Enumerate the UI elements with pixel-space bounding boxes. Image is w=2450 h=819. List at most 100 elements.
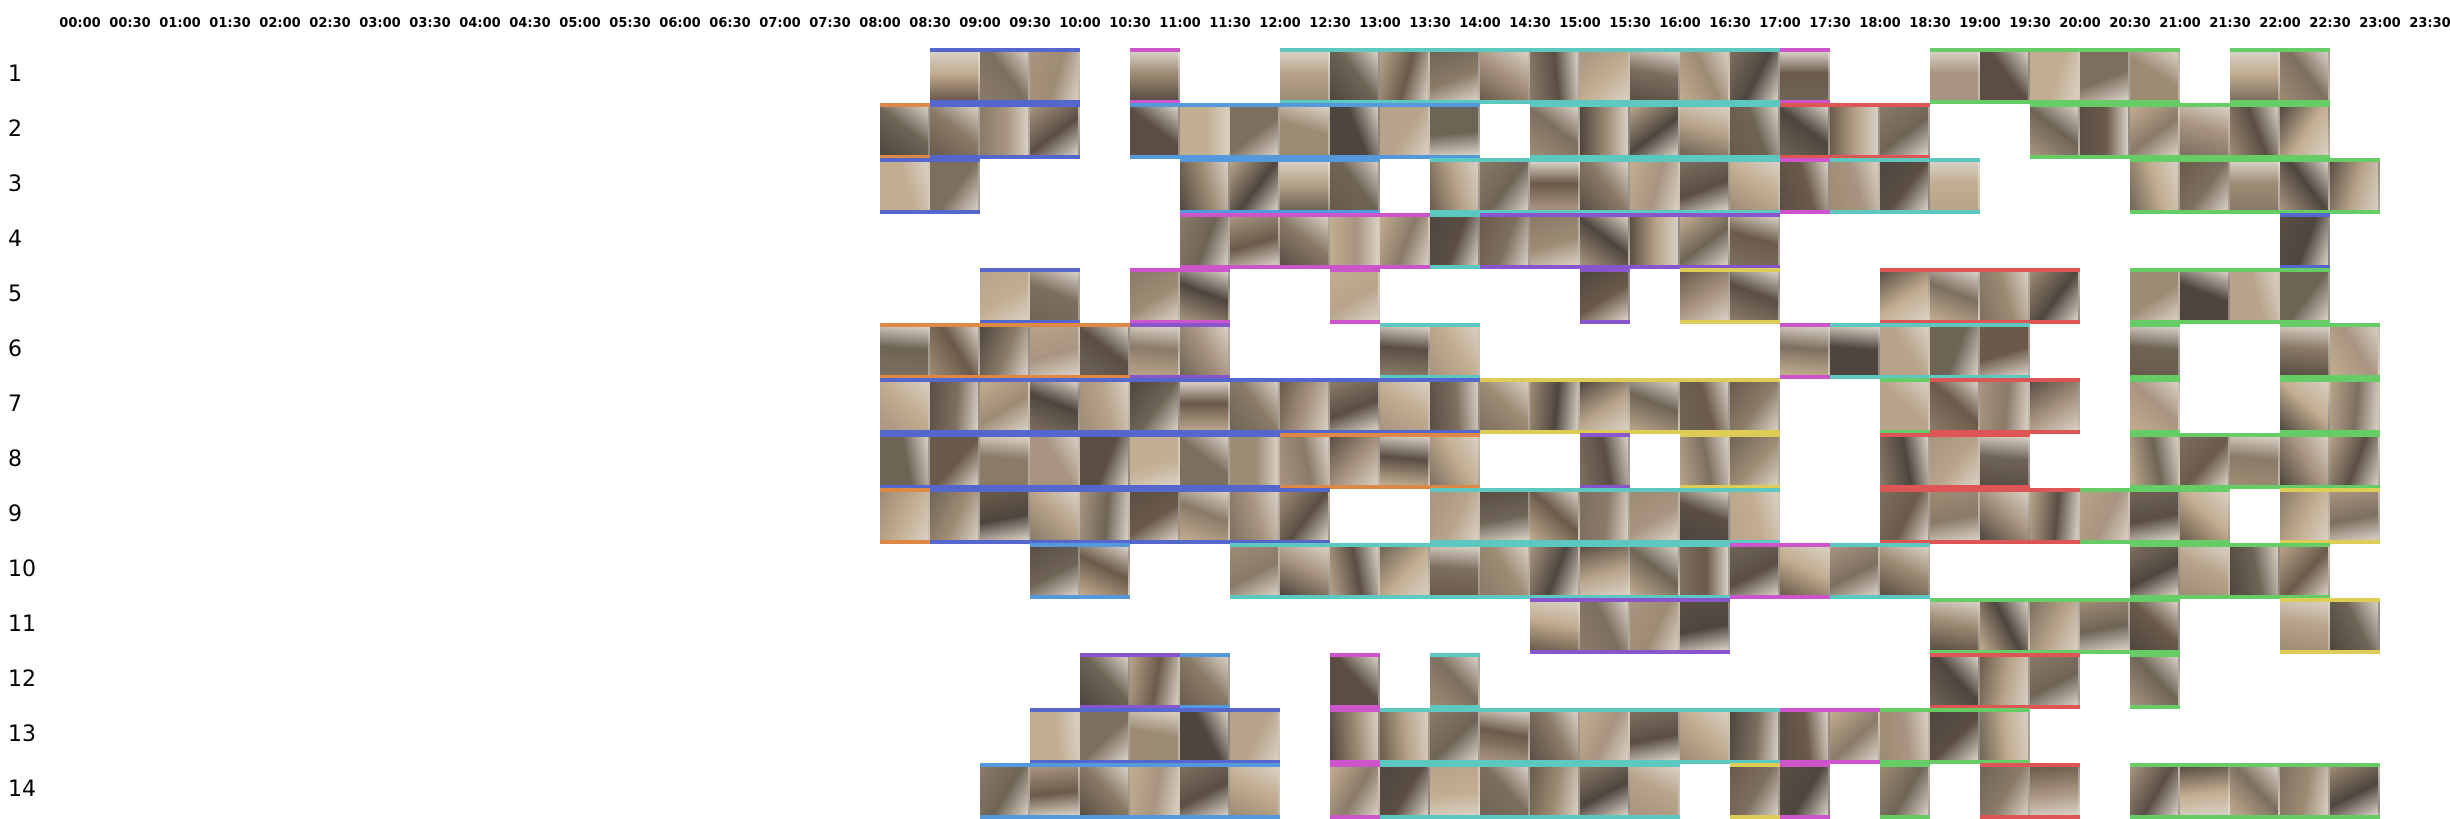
frame-thumbnail[interactable] — [2330, 382, 2380, 430]
frame-thumbnail[interactable] — [1930, 327, 1980, 375]
activity-segment[interactable] — [1180, 158, 1380, 214]
frame-thumbnail[interactable] — [1280, 492, 1330, 540]
frame-thumbnail[interactable] — [1280, 107, 1330, 155]
frame-thumbnail[interactable] — [1330, 767, 1380, 815]
frame-thumbnail[interactable] — [1530, 382, 1580, 430]
activity-segment[interactable] — [1430, 488, 1780, 544]
frame-thumbnail[interactable] — [1630, 217, 1680, 265]
frame-thumbnail[interactable] — [930, 52, 980, 100]
frame-thumbnail[interactable] — [1430, 492, 1480, 540]
activity-segment[interactable] — [1780, 158, 1830, 214]
frame-thumbnail[interactable] — [1430, 217, 1480, 265]
frame-thumbnail[interactable] — [2230, 437, 2280, 485]
activity-segment[interactable] — [1930, 653, 2080, 709]
frame-thumbnail[interactable] — [2180, 272, 2230, 320]
activity-segment[interactable] — [1730, 543, 1830, 599]
frame-thumbnail[interactable] — [1680, 272, 1730, 320]
frame-thumbnail[interactable] — [1380, 767, 1430, 815]
activity-segment[interactable] — [880, 433, 1280, 489]
activity-segment[interactable] — [1480, 378, 1780, 434]
frame-thumbnail[interactable] — [1230, 492, 1280, 540]
frame-thumbnail[interactable] — [1830, 712, 1880, 760]
frame-thumbnail[interactable] — [1180, 327, 1230, 375]
frame-thumbnail[interactable] — [1880, 327, 1930, 375]
frame-thumbnail[interactable] — [2280, 437, 2330, 485]
frame-thumbnail[interactable] — [1180, 767, 1230, 815]
activity-segment[interactable] — [930, 488, 1330, 544]
frame-thumbnail[interactable] — [980, 327, 1030, 375]
frame-thumbnail[interactable] — [1230, 107, 1280, 155]
frame-thumbnail[interactable] — [880, 382, 930, 430]
frame-thumbnail[interactable] — [1280, 217, 1330, 265]
activity-segment[interactable] — [1380, 763, 1680, 819]
frame-thumbnail[interactable] — [1980, 327, 2030, 375]
frame-thumbnail[interactable] — [1530, 547, 1580, 595]
frame-thumbnail[interactable] — [1030, 272, 1080, 320]
frame-thumbnail[interactable] — [1730, 767, 1780, 815]
frame-thumbnail[interactable] — [1630, 107, 1680, 155]
frame-thumbnail[interactable] — [1330, 437, 1380, 485]
frame-thumbnail[interactable] — [1030, 382, 1080, 430]
frame-thumbnail[interactable] — [1080, 712, 1130, 760]
frame-thumbnail[interactable] — [1580, 602, 1630, 650]
activity-segment[interactable] — [1480, 213, 1780, 269]
frame-thumbnail[interactable] — [2230, 547, 2280, 595]
frame-thumbnail[interactable] — [1980, 492, 2030, 540]
frame-thumbnail[interactable] — [1780, 52, 1830, 100]
frame-thumbnail[interactable] — [2130, 327, 2180, 375]
frame-thumbnail[interactable] — [2130, 767, 2180, 815]
frame-thumbnail[interactable] — [2130, 602, 2180, 650]
activity-segment[interactable] — [1530, 598, 1730, 654]
frame-thumbnail[interactable] — [1980, 712, 2030, 760]
activity-segment[interactable] — [2280, 378, 2380, 434]
activity-segment[interactable] — [880, 103, 930, 159]
activity-segment[interactable] — [980, 268, 1080, 324]
frame-thumbnail[interactable] — [2280, 52, 2330, 100]
activity-segment[interactable] — [1880, 763, 1930, 819]
frame-thumbnail[interactable] — [1430, 52, 1480, 100]
frame-thumbnail[interactable] — [1530, 217, 1580, 265]
frame-thumbnail[interactable] — [2080, 107, 2130, 155]
frame-thumbnail[interactable] — [1930, 437, 1980, 485]
frame-thumbnail[interactable] — [980, 767, 1030, 815]
frame-thumbnail[interactable] — [2180, 162, 2230, 210]
activity-segment[interactable] — [2130, 763, 2380, 819]
activity-segment[interactable] — [1680, 268, 1780, 324]
frame-thumbnail[interactable] — [1580, 217, 1630, 265]
frame-thumbnail[interactable] — [930, 492, 980, 540]
activity-segment[interactable] — [1780, 48, 1830, 104]
frame-thumbnail[interactable] — [1730, 437, 1780, 485]
frame-thumbnail[interactable] — [1330, 107, 1380, 155]
frame-thumbnail[interactable] — [1730, 272, 1780, 320]
frame-thumbnail[interactable] — [1180, 382, 1230, 430]
frame-thumbnail[interactable] — [930, 162, 980, 210]
activity-segment[interactable] — [1780, 708, 1880, 764]
frame-thumbnail[interactable] — [2280, 767, 2330, 815]
frame-thumbnail[interactable] — [2130, 657, 2180, 705]
frame-thumbnail[interactable] — [1230, 437, 1280, 485]
activity-segment[interactable] — [1130, 48, 1180, 104]
frame-thumbnail[interactable] — [1330, 657, 1380, 705]
frame-thumbnail[interactable] — [1380, 327, 1430, 375]
activity-segment[interactable] — [1130, 323, 1230, 379]
frame-thumbnail[interactable] — [1130, 382, 1180, 430]
frame-thumbnail[interactable] — [1730, 712, 1780, 760]
frame-thumbnail[interactable] — [1030, 437, 1080, 485]
frame-thumbnail[interactable] — [2130, 547, 2180, 595]
frame-thumbnail[interactable] — [2180, 437, 2230, 485]
activity-segment[interactable] — [1580, 268, 1630, 324]
frame-thumbnail[interactable] — [1680, 712, 1730, 760]
frame-thumbnail[interactable] — [1480, 382, 1530, 430]
frame-thumbnail[interactable] — [1230, 767, 1280, 815]
frame-thumbnail[interactable] — [1030, 492, 1080, 540]
frame-thumbnail[interactable] — [1430, 162, 1480, 210]
frame-thumbnail[interactable] — [2280, 107, 2330, 155]
frame-thumbnail[interactable] — [1330, 547, 1380, 595]
frame-thumbnail[interactable] — [1580, 492, 1630, 540]
frame-thumbnail[interactable] — [1830, 107, 1880, 155]
activity-segment[interactable] — [880, 323, 1130, 379]
frame-thumbnail[interactable] — [1630, 602, 1680, 650]
frame-thumbnail[interactable] — [1930, 52, 1980, 100]
frame-thumbnail[interactable] — [1780, 107, 1830, 155]
frame-thumbnail[interactable] — [1830, 327, 1880, 375]
